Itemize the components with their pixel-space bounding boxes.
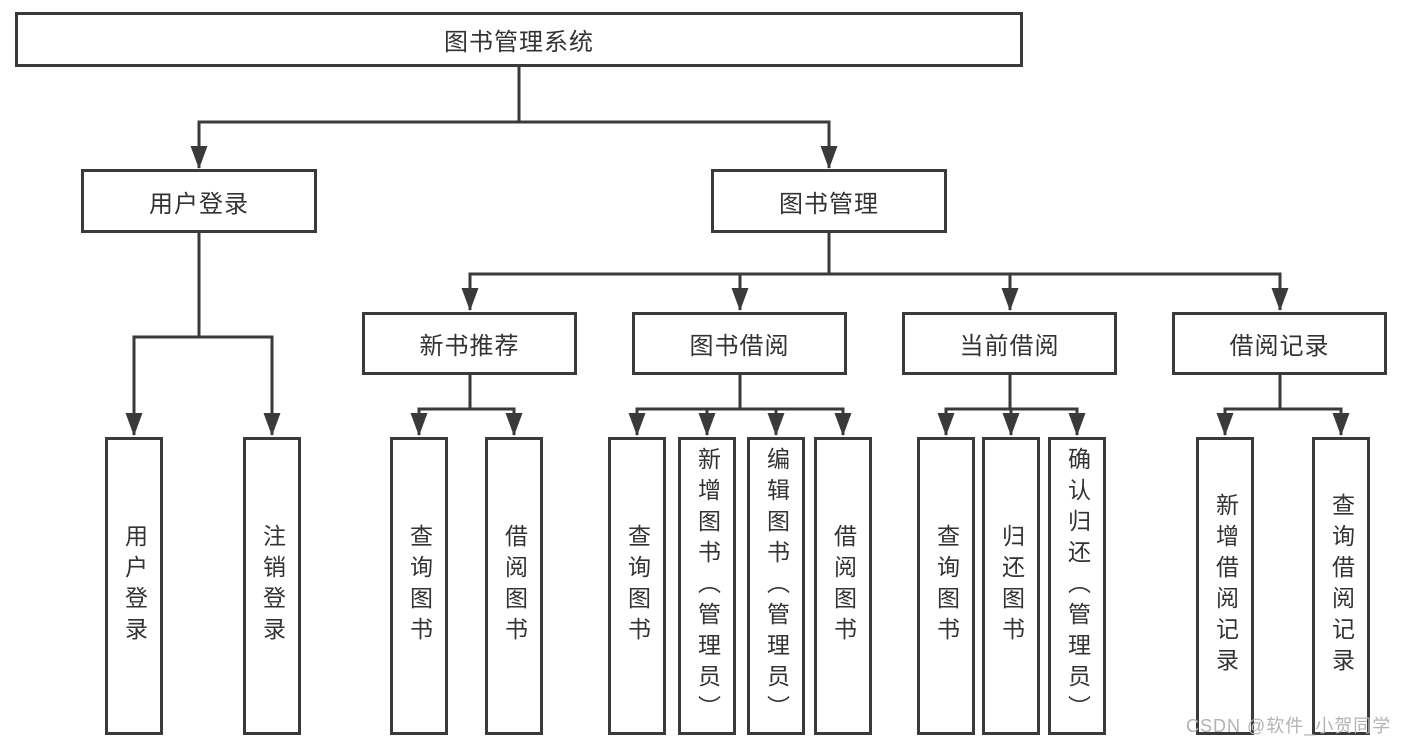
leaf-borrow-books-recommend: 借阅图书 <box>485 437 543 735</box>
leaf-borrow-books-recommend-label: 借阅图书 <box>501 524 528 648</box>
leaf-return-book-label: 归还图书 <box>998 524 1025 648</box>
leaf-edit-book-admin-label: 编辑图书（管理员） <box>763 446 790 726</box>
leaf-borrow-books-2: 借阅图书 <box>814 437 872 735</box>
node-current-borrow: 当前借阅 <box>902 312 1117 375</box>
leaf-borrow-books-2-label: 借阅图书 <box>830 524 857 648</box>
leaf-query-books-borrow-label: 查询图书 <box>624 524 651 648</box>
leaf-query-books-recommend-label: 查询图书 <box>406 524 433 648</box>
leaf-add-borrow-record-label: 新增借阅记录 <box>1212 493 1239 679</box>
leaf-add-book-admin: 新增图书（管理员） <box>678 437 736 735</box>
leaf-add-book-admin-label: 新增图书（管理员） <box>694 446 721 726</box>
leaf-logout: 注销登录 <box>243 437 301 735</box>
leaf-edit-book-admin: 编辑图书（管理员） <box>747 437 805 735</box>
node-book-borrow: 图书借阅 <box>632 312 847 375</box>
leaf-add-borrow-record: 新增借阅记录 <box>1196 437 1254 735</box>
csdn-watermark: CSDN @软件_小贺同学 <box>1186 716 1392 736</box>
node-book-management: 图书管理 <box>711 169 947 233</box>
leaf-query-books-current: 查询图书 <box>917 437 975 735</box>
node-new-book-recommend: 新书推荐 <box>362 312 577 375</box>
leaf-logout-label: 注销登录 <box>259 524 286 648</box>
leaf-query-borrow-record-label: 查询借阅记录 <box>1328 493 1355 679</box>
leaf-return-book: 归还图书 <box>982 437 1040 735</box>
leaf-query-books-current-label: 查询图书 <box>933 524 960 648</box>
leaf-user-login: 用户登录 <box>105 437 163 735</box>
node-user-login: 用户登录 <box>81 169 317 233</box>
leaf-query-borrow-record: 查询借阅记录 <box>1312 437 1370 735</box>
leaf-query-books-borrow: 查询图书 <box>608 437 666 735</box>
leaf-confirm-return-admin-label: 确认归还（管理员） <box>1064 446 1091 726</box>
node-borrow-records: 借阅记录 <box>1172 312 1387 375</box>
leaf-confirm-return-admin: 确认归还（管理员） <box>1048 437 1106 735</box>
node-library-management-system: 图书管理系统 <box>15 12 1023 67</box>
leaf-user-login-label: 用户登录 <box>121 524 148 648</box>
leaf-query-books-recommend: 查询图书 <box>390 437 448 735</box>
